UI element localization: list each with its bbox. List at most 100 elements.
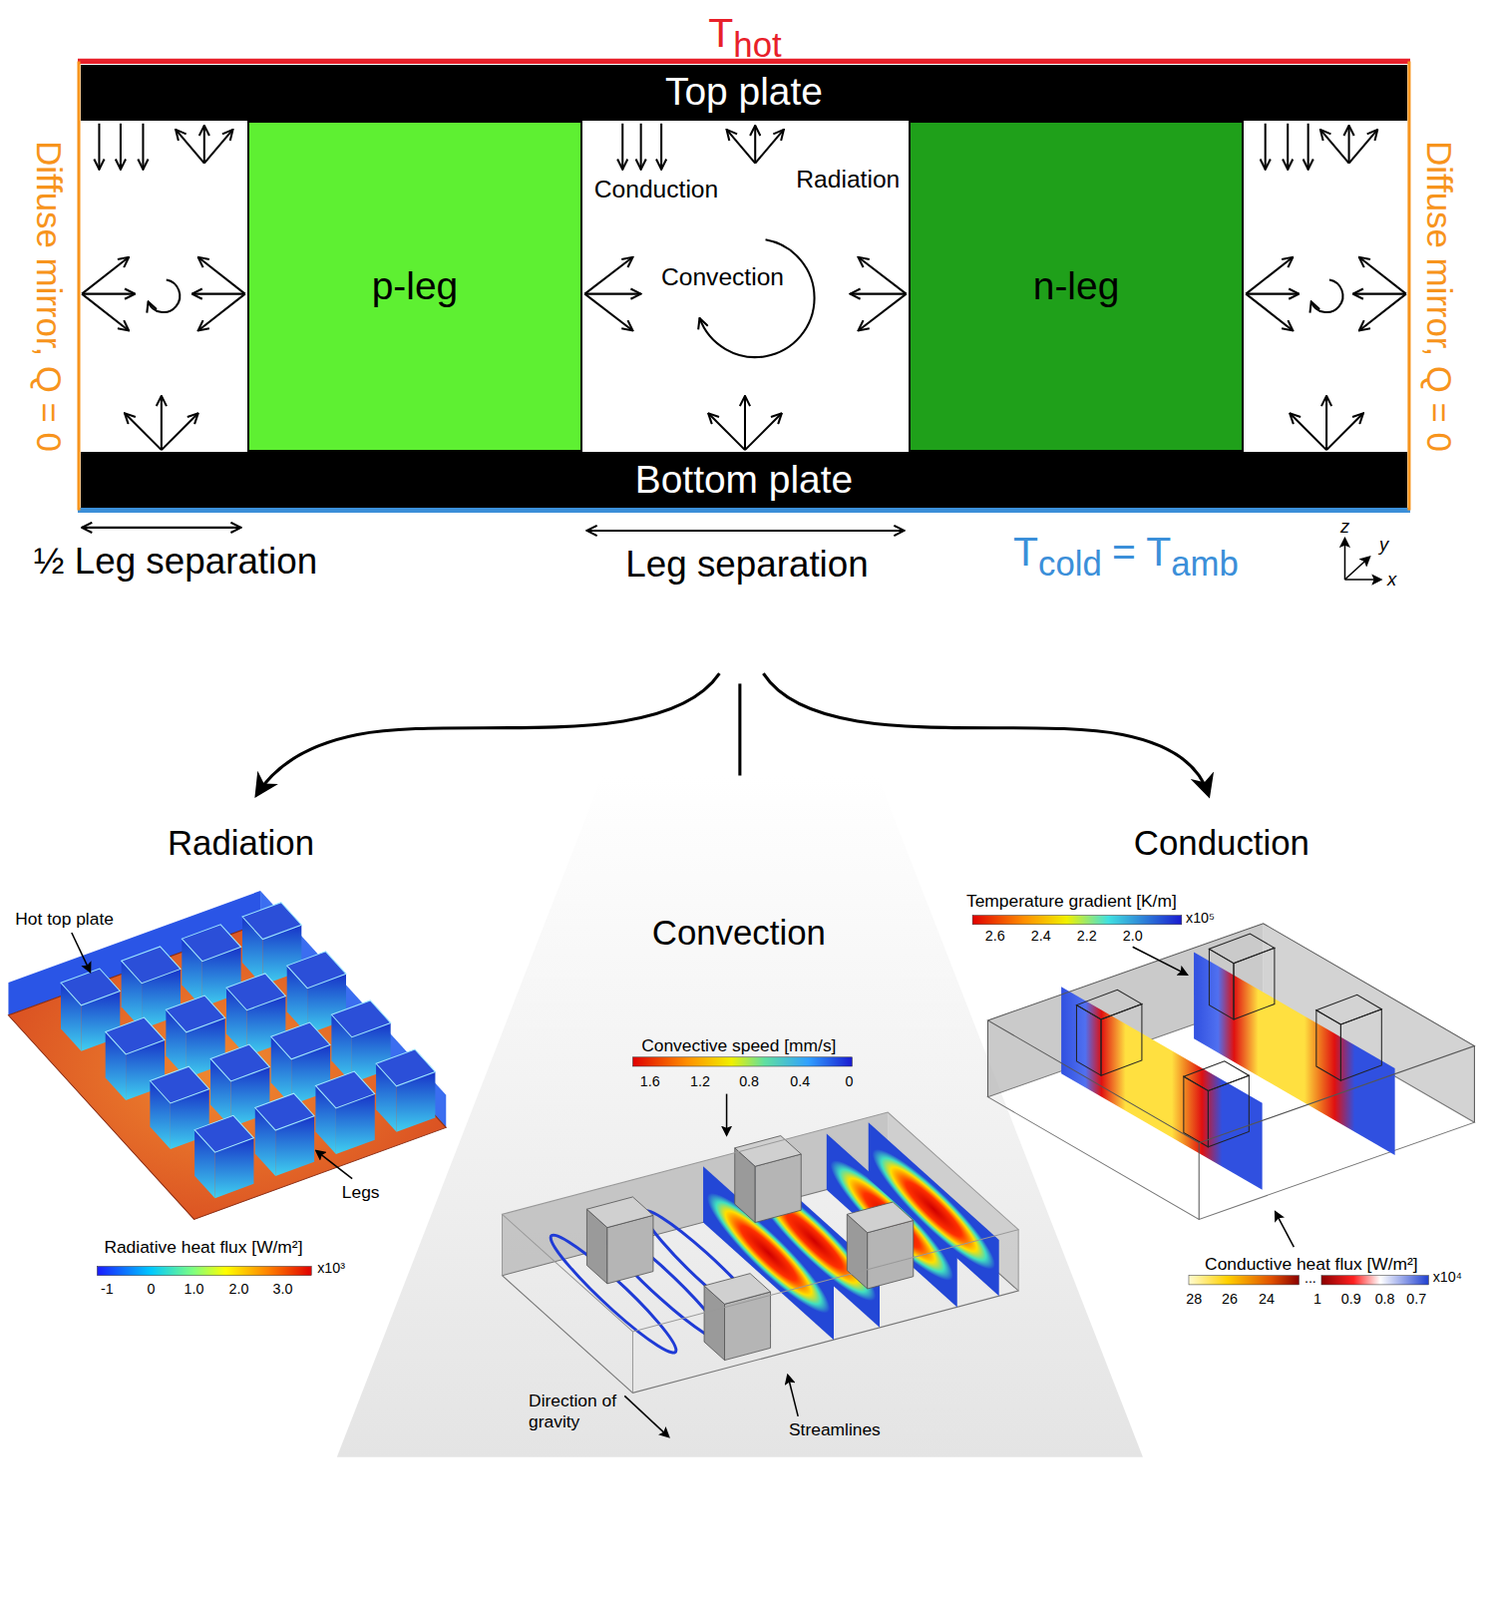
radiation-arrows-part: [584, 293, 641, 296]
callout-label: Legs: [342, 1181, 380, 1203]
conduction-arrows-part: [1307, 123, 1310, 170]
conduction-arrows-part: [141, 123, 144, 170]
conduction-plot-part: [1132, 946, 1187, 975]
convection-plot-part: [586, 1196, 653, 1284]
conduction-plot-part: [1316, 994, 1382, 1081]
convection-arrows-part: [699, 239, 814, 358]
tick-label: 1.2: [690, 1073, 711, 1091]
callout-label: Hot top plate: [14, 907, 114, 929]
radiation-arrows-part: [584, 257, 633, 295]
dimension-arrows-part: [586, 529, 904, 532]
radiation-plot-part: [71, 932, 90, 972]
dimension-label: Leg separation: [625, 542, 868, 587]
boundary-lines-part: [76, 60, 80, 510]
radiation-arrows-part: [175, 129, 205, 164]
conduction-arrows-part: [640, 123, 643, 170]
tick-label: 0.4: [789, 1073, 810, 1091]
convection-arrows-part: [1311, 279, 1344, 312]
subscript-text: amb: [1170, 544, 1239, 583]
colorbar-title: Radiative heat flux [W/m²]: [103, 1236, 303, 1258]
symbol-text: T: [708, 8, 734, 55]
radiation-plot-part: [194, 1115, 254, 1198]
symbol-text: T: [1013, 527, 1039, 574]
radiation-plot-part: [315, 1071, 374, 1154]
conduction-plot-part: [1076, 989, 1141, 1076]
callout-label: Direction of gravity: [528, 1390, 636, 1433]
conduction-plot-part: [1275, 1211, 1294, 1247]
plate-band: Bottom plate: [80, 451, 1408, 507]
conduction-arrows-part: [660, 123, 663, 170]
convection-plot-part: [624, 1395, 669, 1437]
convection-plot-part: [787, 1375, 798, 1417]
scale-exponent: x10⁴: [1433, 1269, 1463, 1287]
axis-label: x: [1387, 568, 1397, 591]
convection-plot-part: [735, 1135, 801, 1223]
radiation-arrows-part: [1245, 294, 1293, 332]
scale-exponent: x10³: [317, 1259, 346, 1277]
axis-triad: [1344, 538, 1381, 580]
axis-triad-part: [1344, 578, 1381, 581]
tick-label: 2.0: [228, 1281, 249, 1299]
leg-box: p-leg: [247, 120, 584, 453]
dimension-arrows: [81, 527, 905, 531]
tick-label: 0.8: [1375, 1290, 1396, 1308]
node-text: Bottom plate: [635, 457, 853, 503]
axis-label: z: [1340, 515, 1350, 538]
radiation-arrows-part: [1348, 125, 1351, 164]
radiation-plot-part: [375, 1049, 435, 1132]
radiation-arrows-part: [81, 294, 129, 332]
side-label: Diffuse mirror, Q = 0: [1418, 140, 1461, 452]
boundary-lines-part: [77, 507, 1411, 513]
radiation-arrows-part: [1353, 293, 1407, 296]
panel-heading: Radiation: [167, 821, 315, 864]
callout-label: Streamlines: [788, 1418, 881, 1440]
radiation-arrows-part: [727, 129, 756, 164]
radiation-arrows-part: [1245, 257, 1293, 295]
node-text: p-leg: [372, 264, 458, 310]
temperature-label: Thot: [708, 9, 781, 55]
radiation-arrows-part: [745, 412, 782, 450]
process-label: Conduction: [594, 175, 719, 206]
tick-label: 1.0: [183, 1281, 204, 1299]
radiation-arrows-part: [192, 293, 246, 296]
radiation-arrows-part: [744, 395, 746, 450]
dimension-label: ½ Leg separation: [33, 539, 318, 584]
convection-plot-part: [846, 1201, 913, 1289]
boundary-lines-part: [1407, 60, 1411, 510]
radiation-arrows-part: [198, 257, 246, 295]
conduction-plot-part: [1183, 1061, 1249, 1147]
process-label: Convection: [661, 263, 784, 294]
conduction-plot-part: [1474, 1046, 1476, 1123]
convection-plot-part: [632, 1331, 634, 1393]
tick-label: 3.0: [272, 1281, 293, 1299]
tick-label: 0.9: [1341, 1290, 1362, 1308]
symbol-text: =: [1112, 527, 1136, 574]
conduction-plot-part: [987, 923, 1475, 1143]
conduction-plot-part: [972, 915, 1182, 925]
radiation-arrows-part: [124, 412, 162, 450]
leg-box: n-leg: [908, 120, 1245, 453]
colorbar-title: Temperature gradient [K/m]: [966, 889, 1177, 911]
radiation-arrows-part: [1320, 129, 1350, 164]
axis-label: y: [1379, 533, 1389, 556]
conduction-plot-part: [1188, 1275, 1299, 1285]
radiation-arrows-part: [198, 294, 246, 332]
convection-plot-part: [501, 1213, 503, 1275]
boundary-lines: [77, 60, 1411, 510]
plate-band: Top plate: [80, 64, 1408, 121]
tick-label: 2.2: [1077, 928, 1098, 946]
radiation-arrows-part: [858, 257, 907, 295]
radiation-arrows-part: [161, 412, 199, 450]
tick-label: 0.7: [1406, 1290, 1427, 1308]
conduction-arrows-part: [1264, 123, 1267, 170]
tick-label: 0.8: [739, 1073, 759, 1091]
convection-plot-part: [726, 1094, 729, 1135]
radiation-arrows-part: [203, 125, 206, 164]
tick-label: 1.6: [640, 1073, 661, 1091]
subscript-text: hot: [733, 25, 781, 64]
tick-label: -1: [100, 1281, 114, 1299]
convection-plot-part: [1018, 1229, 1020, 1291]
tick-label: 24: [1258, 1290, 1275, 1308]
conduction-arrows-part: [119, 123, 122, 170]
